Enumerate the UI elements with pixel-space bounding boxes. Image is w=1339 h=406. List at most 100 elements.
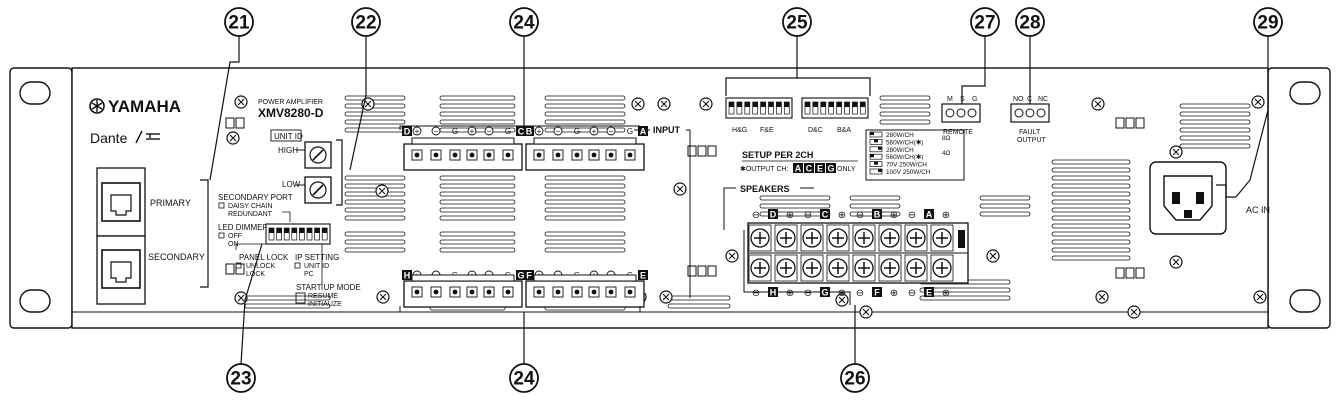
callout-circle: [224, 7, 254, 37]
speaker-setup-dip-group: H&G F&E D&C B&A SETUP PER 2CH ✱OUTPUT CH…: [725, 97, 965, 181]
vent-slot: [919, 295, 1011, 301]
chassis-tab-marks: [225, 117, 1145, 279]
vent-slot: [1179, 103, 1251, 109]
speaker-terminal-screw-icon: [800, 224, 824, 252]
callout-number: 26: [844, 369, 865, 390]
remote-pin-m: M: [947, 96, 953, 103]
input-block-fe: FE+−G+−G: [524, 270, 648, 308]
mounting-screw-icon: [1251, 95, 1265, 109]
setup-dip-switch-hg-fe[interactable]: [725, 97, 793, 119]
rack-mount-hole: [19, 81, 51, 105]
speaker-bottom-channel-minus-mark: ⊖: [752, 288, 760, 299]
secondary-port-down-label: REDUNDANT: [228, 211, 273, 218]
vent-slot: [1179, 111, 1251, 117]
fault-output-connector-group: NO C NC FAULT OUTPUT: [1010, 96, 1050, 144]
dip-group-label-ba: B&A: [837, 127, 851, 134]
euroblock-screw: [627, 152, 633, 158]
mounting-screw-icon: [234, 95, 248, 109]
vent-slot: [544, 199, 626, 205]
note-channel-badge-e: E: [815, 163, 825, 174]
speaker-bottom-channel-badge-f: F: [872, 287, 882, 298]
vent-slot: [544, 175, 626, 181]
vent-slot: [439, 231, 516, 237]
vent-slot: [439, 239, 516, 245]
euroblock-plug: [525, 143, 645, 171]
setup-mode-text: 280W/CH: [886, 132, 914, 139]
mounting-screw-icon: [631, 97, 645, 111]
speaker-channel-labels: ⊖D⊕⊖C⊕⊖B⊕⊖A⊕⊖H⊕⊖G⊕⊖F⊕⊖E⊕: [752, 209, 950, 299]
callout-number: 27: [974, 13, 995, 34]
euroblock-plug-top: [411, 137, 515, 145]
vent-slot: [344, 95, 406, 101]
dip-key-lever: [784, 102, 790, 107]
remote-pin-g: G: [972, 96, 977, 103]
vent-slot: [1051, 175, 1131, 181]
setup-mode-text: 560W/CH(✱): [886, 154, 923, 161]
setup-dip-switch-dc-ba[interactable]: [801, 97, 869, 119]
unit-id-label: UNIT ID: [274, 132, 303, 141]
vent-slot: [849, 195, 901, 201]
speaker-top-channel-plus-mark: ⊕: [786, 210, 794, 221]
speaker-terminal-screw-icon: [800, 254, 824, 282]
setup-per-2ch-title: SETUP PER 2CH: [742, 150, 813, 160]
euroblock-screw: [414, 289, 420, 295]
panel-lock-title: PANEL LOCK: [239, 253, 289, 262]
input-bottom-bracket: [399, 306, 641, 313]
euroblock-screw: [452, 289, 458, 295]
svg-text:C: C: [518, 127, 525, 137]
callout-24: 24: [509, 7, 539, 126]
vent-slot: [544, 207, 626, 213]
callout-number: 25: [786, 13, 808, 34]
terminal-label: G: [627, 127, 633, 136]
vent-slot: [544, 95, 626, 101]
speaker-bottom-channel-minus-mark: ⊖: [856, 288, 864, 299]
fault-pin-nc: NC: [1038, 96, 1048, 103]
secondary-network-port[interactable]: [96, 235, 146, 305]
speaker-bottom-channel-badge-h: H: [768, 287, 778, 298]
dip-key-lever: [860, 102, 866, 107]
speaker-top-channel-minus-mark: ⊖: [856, 210, 864, 221]
speaker-bottom-channel-plus-mark: ⊕: [890, 288, 898, 299]
unit-id-bracket: [336, 139, 343, 206]
speaker-terminal-screw-icon: [904, 224, 928, 252]
dip-key-lever: [760, 102, 766, 107]
euroblock-plug: [525, 280, 645, 308]
vent-slot: [544, 119, 626, 125]
settings-dip-switch[interactable]: [265, 223, 331, 245]
vent-slot: [919, 287, 1011, 293]
vent-slot: [667, 295, 731, 301]
vent-slot: [544, 231, 626, 237]
euroblock-screw: [433, 289, 439, 295]
speaker-bottom-channel-plus-mark: ⊕: [838, 288, 846, 299]
terminal-label: G: [574, 127, 580, 136]
vent-slot: [667, 303, 731, 309]
mounting-screw-icon: [835, 293, 849, 307]
network-ports-bracket: [200, 179, 209, 288]
input-channel-badge-c: C: [516, 126, 526, 137]
euroblock-screw: [486, 289, 492, 295]
euroblock-screw: [591, 152, 597, 158]
speaker-terminal-screw-icon: [748, 254, 772, 282]
remote-label: REMOTE: [943, 129, 973, 136]
terminal-label: −: [556, 127, 561, 136]
speaker-top-channel-badge-d: D: [768, 209, 778, 220]
dip-key-lever: [805, 102, 810, 107]
svg-text:G: G: [517, 271, 524, 281]
input-top-bracket: [399, 125, 640, 130]
vent-slot: [344, 207, 406, 213]
callout-leader-line: [1235, 36, 1269, 198]
callout-22: 22: [349, 7, 381, 171]
mounting-screw-icon: [1091, 97, 1105, 111]
callout-29: 29: [1235, 7, 1283, 198]
setup-mode-row: 560W/CH(✱): [869, 153, 923, 161]
mounting-screw-icon: [375, 184, 389, 198]
euroblock-screw: [469, 152, 475, 158]
setup-mode-row: 560W/CH(✱): [869, 139, 923, 146]
mounting-screw-icon: [1169, 255, 1183, 269]
primary-network-port[interactable]: [96, 167, 146, 237]
vent-slot: [1051, 231, 1131, 237]
dip-group-label-hg: H&G: [732, 127, 747, 134]
callout-circle: [840, 363, 870, 393]
callout-26: 26: [840, 305, 870, 393]
